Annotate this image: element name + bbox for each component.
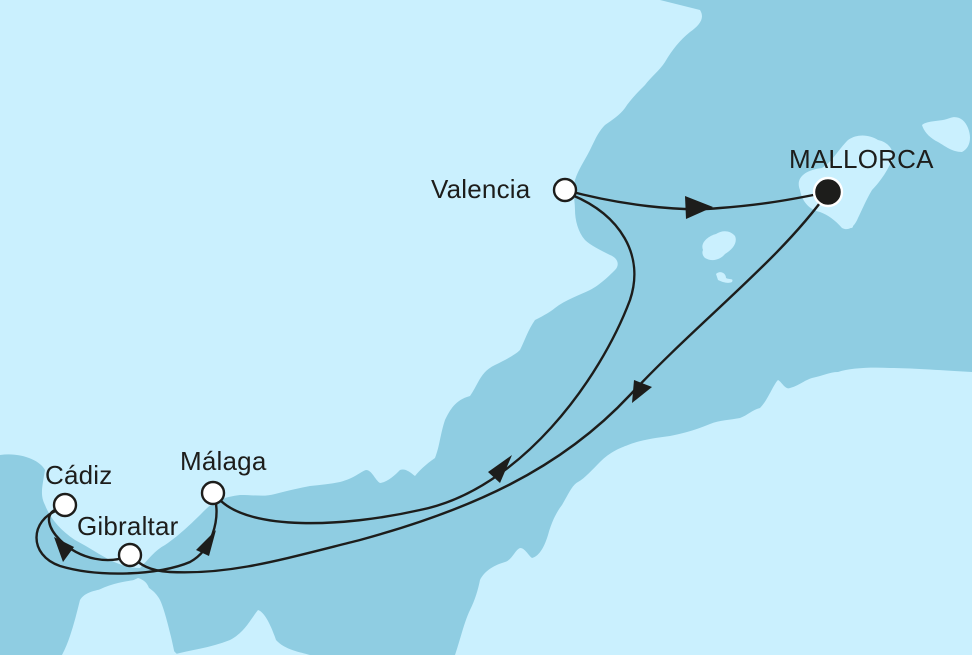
africa-coast <box>62 578 178 655</box>
arrow-icon <box>488 455 512 483</box>
africa-mainland <box>172 610 310 655</box>
route-valencia-mallorca <box>564 188 829 211</box>
port-label-valencia: Valencia <box>431 174 531 204</box>
menorca-island <box>922 117 970 152</box>
port-label-malaga: Málaga <box>180 446 267 476</box>
arrow-icon <box>54 537 74 562</box>
port-marker-gibraltar[interactable] <box>117 542 143 568</box>
port-marker-malaga[interactable] <box>200 480 226 506</box>
formentera-island <box>716 272 733 283</box>
home-port-marker-mallorca[interactable] <box>812 176 844 208</box>
port-label-mallorca: MALLORCA <box>789 144 934 174</box>
cabrera-island <box>849 224 853 228</box>
port-marker-cadiz[interactable] <box>52 492 78 518</box>
arrow-icon <box>632 380 652 403</box>
port-label-cadiz: Cádiz <box>45 460 113 490</box>
route-malaga-valencia <box>219 193 636 525</box>
ibiza-island <box>702 231 736 261</box>
africa-east <box>455 367 972 655</box>
arrow-icon <box>196 530 216 556</box>
arrow-icon <box>685 196 713 219</box>
route-mallorca-gibraltar <box>129 191 829 574</box>
coastal-islet <box>645 59 653 66</box>
port-marker-valencia[interactable] <box>552 177 578 203</box>
port-label-gibraltar: Gibraltar <box>77 511 179 541</box>
